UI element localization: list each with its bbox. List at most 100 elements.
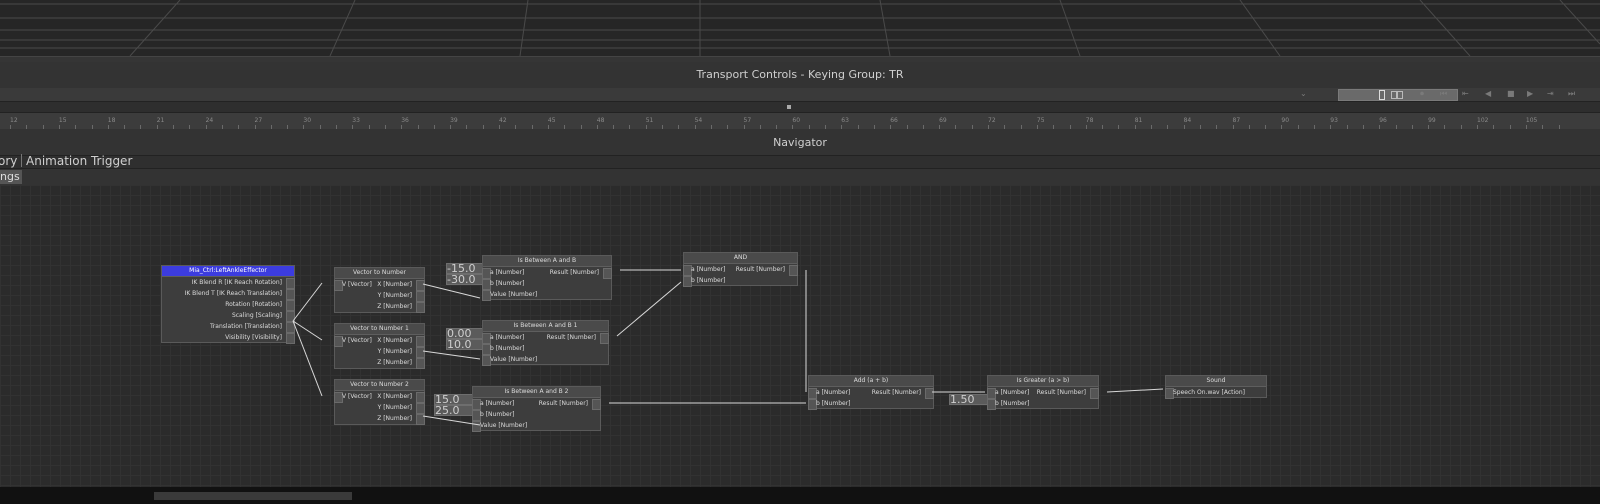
value-field-a[interactable]: -15.0 [446,263,484,274]
node-title[interactable]: Mia_Ctrl:LeftAnkleEffector [162,266,294,277]
arrow-right-icon[interactable] [603,268,612,279]
arrow-right-icon[interactable] [416,302,425,313]
node-sound[interactable]: Sound Speech On.wav [Action] [1165,375,1267,399]
node-is-between-a-and-b-2[interactable]: Is Between A and B 2 a [Number]Result [N… [472,386,601,432]
ruler-tick-mark [1411,125,1413,129]
ruler-tick-mark [1346,125,1348,129]
arrow-left-icon[interactable] [482,279,491,290]
node-title[interactable]: Sound [1166,376,1266,387]
stop-button[interactable]: ■ [1507,89,1515,98]
node-vector-to-number[interactable]: Vector to Number V [Vector]X [Number] Y … [334,267,425,313]
time-slider[interactable] [1338,89,1458,101]
node-title[interactable]: Is Between A and B 1 [483,321,608,332]
node-title[interactable]: Vector to Number [335,268,424,279]
playhead[interactable] [787,105,791,109]
ruler-tick-mark [564,125,566,129]
ruler-tick-mark [1004,125,1006,129]
play-back-button[interactable]: ◀ [1485,89,1492,98]
value-field-b[interactable]: 25.0 [434,405,474,416]
arrow-left-icon[interactable] [808,399,817,410]
arrow-right-icon[interactable] [416,358,425,369]
next-key-button[interactable]: ⇥ [1547,89,1554,98]
node-vector-to-number-2[interactable]: Vector to Number 2 V [Vector]X [Number] … [334,379,425,425]
record-button[interactable]: ⏺ [1420,89,1424,98]
ruler-tick-mark [1069,125,1071,129]
arrow-left-icon[interactable] [334,392,343,403]
3d-viewport[interactable] [0,0,1600,56]
arrow-right-icon[interactable] [416,336,425,347]
node-title[interactable]: AND [684,253,797,264]
ruler-tick-label: 18 [107,117,116,124]
node-is-greater[interactable]: Is Greater (a > b) a [Number]Result [Num… [987,375,1099,410]
arrow-right-icon[interactable] [1090,388,1099,399]
horizontal-scrollbar-thumb[interactable] [154,492,352,500]
arrow-right-icon[interactable] [789,265,798,276]
value-field-b[interactable]: 10.0 [446,339,484,350]
arrow-left-icon[interactable] [987,388,996,399]
arrow-left-icon[interactable] [482,344,491,355]
bottom-scrollbar-track[interactable] [0,487,1600,504]
arrow-left-icon[interactable] [808,388,817,399]
ruler-tick-mark [808,125,810,129]
value-field-a[interactable]: 0.00 [446,328,484,339]
go-start-button[interactable]: ⏮ [1440,89,1448,98]
value-field-a[interactable]: 15.0 [434,394,474,405]
relation-graph-canvas[interactable]: Mia_Ctrl:LeftAnkleEffector IK Blend R [I… [0,185,1600,487]
node-and[interactable]: AND a [Number]Result [Number] b [Number] [683,252,798,287]
ruler-tick-mark [238,125,240,129]
ruler-tick-label: 84 [1183,117,1192,124]
arrow-right-icon[interactable] [286,333,295,344]
output-port: Visibility [Visibility] [162,332,295,344]
arrow-left-icon[interactable] [1165,388,1174,399]
arrow-right-icon[interactable] [416,392,425,403]
arrow-left-icon[interactable] [334,336,343,347]
arrow-left-icon[interactable] [683,276,692,287]
arrow-right-icon[interactable] [416,414,425,425]
node-title[interactable]: Add (a + b) [809,376,933,387]
ruler-tick-mark [1085,125,1087,129]
ruler-tick-mark [662,125,663,129]
tab-animation-trigger[interactable]: Animation Trigger [26,154,133,168]
arrow-left-icon[interactable] [683,265,692,276]
tab-history[interactable]: ory [0,154,18,168]
navigator-title: Navigator [773,136,827,149]
ruler-tick-mark [1199,125,1201,129]
arrow-left-icon[interactable] [482,355,491,366]
arrow-left-icon[interactable] [482,290,491,301]
ruler-tick-mark [1118,125,1120,129]
ruler-tick-mark [221,125,223,129]
arrow-left-icon[interactable] [987,399,996,410]
value-field-b[interactable]: -30.0 [446,274,484,285]
arrow-right-icon[interactable] [416,403,425,414]
node-add[interactable]: Add (a + b) a [Number]Result [Number] b … [808,375,934,410]
ruler-tick-mark [727,125,729,129]
tab-settings[interactable]: ngs [0,170,22,184]
arrow-left-icon[interactable] [334,280,343,291]
arrow-left-icon[interactable] [482,268,491,279]
node-title[interactable]: Is Greater (a > b) [988,376,1098,387]
node-is-between-a-and-b-1[interactable]: Is Between A and B 1 a [Number]Result [N… [482,320,609,366]
play-button[interactable]: ▶ [1527,89,1534,98]
node-vector-to-number-1[interactable]: Vector to Number 1 V [Vector]X [Number] … [334,323,425,369]
node-title[interactable]: Is Between A and B [483,256,611,267]
arrow-left-icon[interactable] [472,399,481,410]
value-field-b[interactable]: 1.50 [949,394,989,405]
node-title[interactable]: Vector to Number 1 [335,324,424,335]
slider-handle[interactable] [1379,90,1385,100]
ruler-tick-mark [678,125,680,129]
node-title[interactable]: Vector to Number 2 [335,380,424,391]
node-effector[interactable]: Mia_Ctrl:LeftAnkleEffector IK Blend R [I… [161,265,295,344]
ruler-tick-mark [515,125,517,129]
go-end-button[interactable]: ⏭ [1568,89,1576,98]
chevron-down-icon[interactable]: ⌄ [1300,89,1307,98]
arrow-right-icon[interactable] [592,399,601,410]
node-is-between-a-and-b[interactable]: Is Between A and B a [Number]Result [Num… [482,255,612,301]
arrow-left-icon[interactable] [482,333,491,344]
ruler-tick-mark [759,125,761,129]
scrub-bar[interactable] [0,102,1600,112]
arrow-right-icon[interactable] [925,388,934,399]
arrow-right-icon[interactable] [600,333,609,344]
prev-key-button[interactable]: ⇤ [1462,89,1469,98]
node-title[interactable]: Is Between A and B 2 [473,387,600,398]
